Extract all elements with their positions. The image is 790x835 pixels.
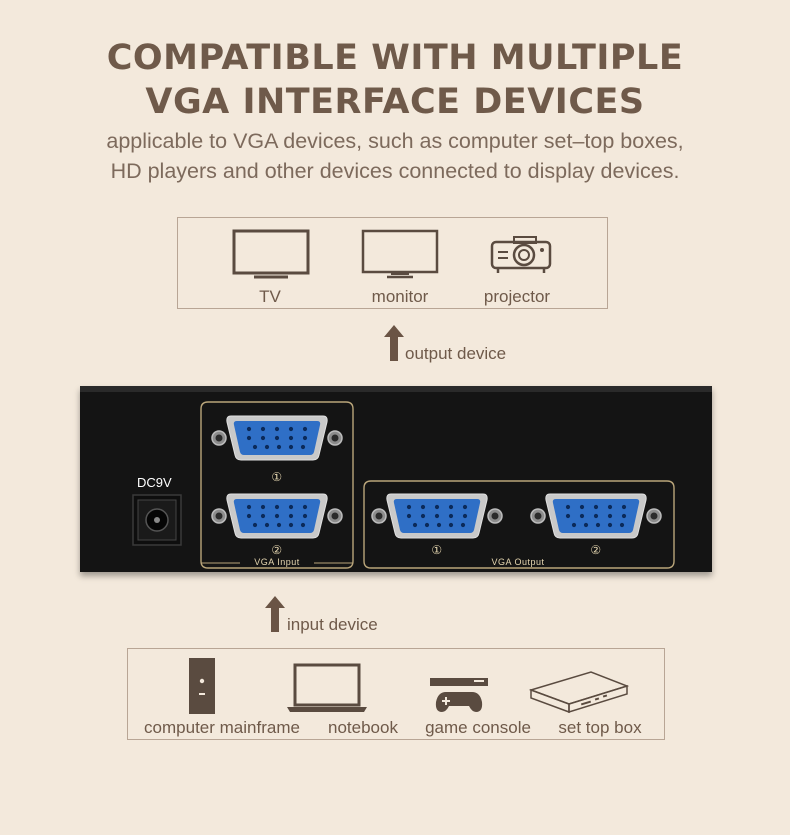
subtitle-line-1: applicable to VGA devices, such as compu… <box>106 129 684 153</box>
output-port-1-number: ① <box>431 543 443 557</box>
vga-input-port-1 <box>207 411 347 470</box>
subtitle-line-2: HD players and other devices connected t… <box>110 159 680 183</box>
vga-input-label: VGA Input <box>254 557 300 567</box>
projector-icon <box>490 236 552 281</box>
vga-input-port-2 <box>207 489 347 548</box>
up-arrow-icon <box>384 325 404 366</box>
vga-switch-rear-panel <box>80 386 712 572</box>
output-device-label-tv: TV <box>259 287 281 306</box>
computer-tower-icon <box>188 657 216 720</box>
output-device-caption: output device <box>405 344 507 363</box>
title-line-2: VGA INTERFACE DEVICES <box>145 82 645 122</box>
input-devices-box <box>127 648 665 740</box>
game-console-icon <box>430 678 488 719</box>
input-port-2-number: ② <box>271 543 283 557</box>
input-device-label-computer: computer mainframe <box>144 718 300 737</box>
vga-output-port-1 <box>367 489 507 548</box>
set-top-box-icon <box>528 668 630 719</box>
page-subtitle: applicable to VGA devices, such as compu… <box>0 126 790 186</box>
page-title: COMPATIBLE WITH MULTIPLE VGA INTERFACE D… <box>0 36 790 124</box>
output-devices-box <box>177 217 608 309</box>
input-device-label-set-top-box: set top box <box>558 718 642 737</box>
output-device-label-projector: projector <box>483 287 551 306</box>
panel-top-edge <box>80 386 712 392</box>
input-port-1-number: ① <box>271 470 283 484</box>
dc-power-label: DC9V <box>137 475 172 490</box>
vga-output-port-2 <box>526 489 666 548</box>
input-device-label-notebook: notebook <box>328 718 398 737</box>
tv-icon <box>232 229 312 286</box>
output-device-label-monitor: monitor <box>371 287 429 306</box>
input-device-label-game-console: game console <box>425 718 531 737</box>
vga-output-frame <box>363 480 675 574</box>
up-arrow-icon <box>265 596 285 637</box>
dc-power-jack-icon <box>132 494 182 551</box>
vga-input-frame <box>200 401 354 574</box>
input-device-caption: input device <box>287 615 378 634</box>
laptop-icon <box>287 663 367 718</box>
vga-output-label: VGA Output <box>491 557 545 567</box>
title-line-1: COMPATIBLE WITH MULTIPLE <box>106 38 684 78</box>
monitor-icon <box>361 229 441 286</box>
output-port-2-number: ② <box>590 543 602 557</box>
